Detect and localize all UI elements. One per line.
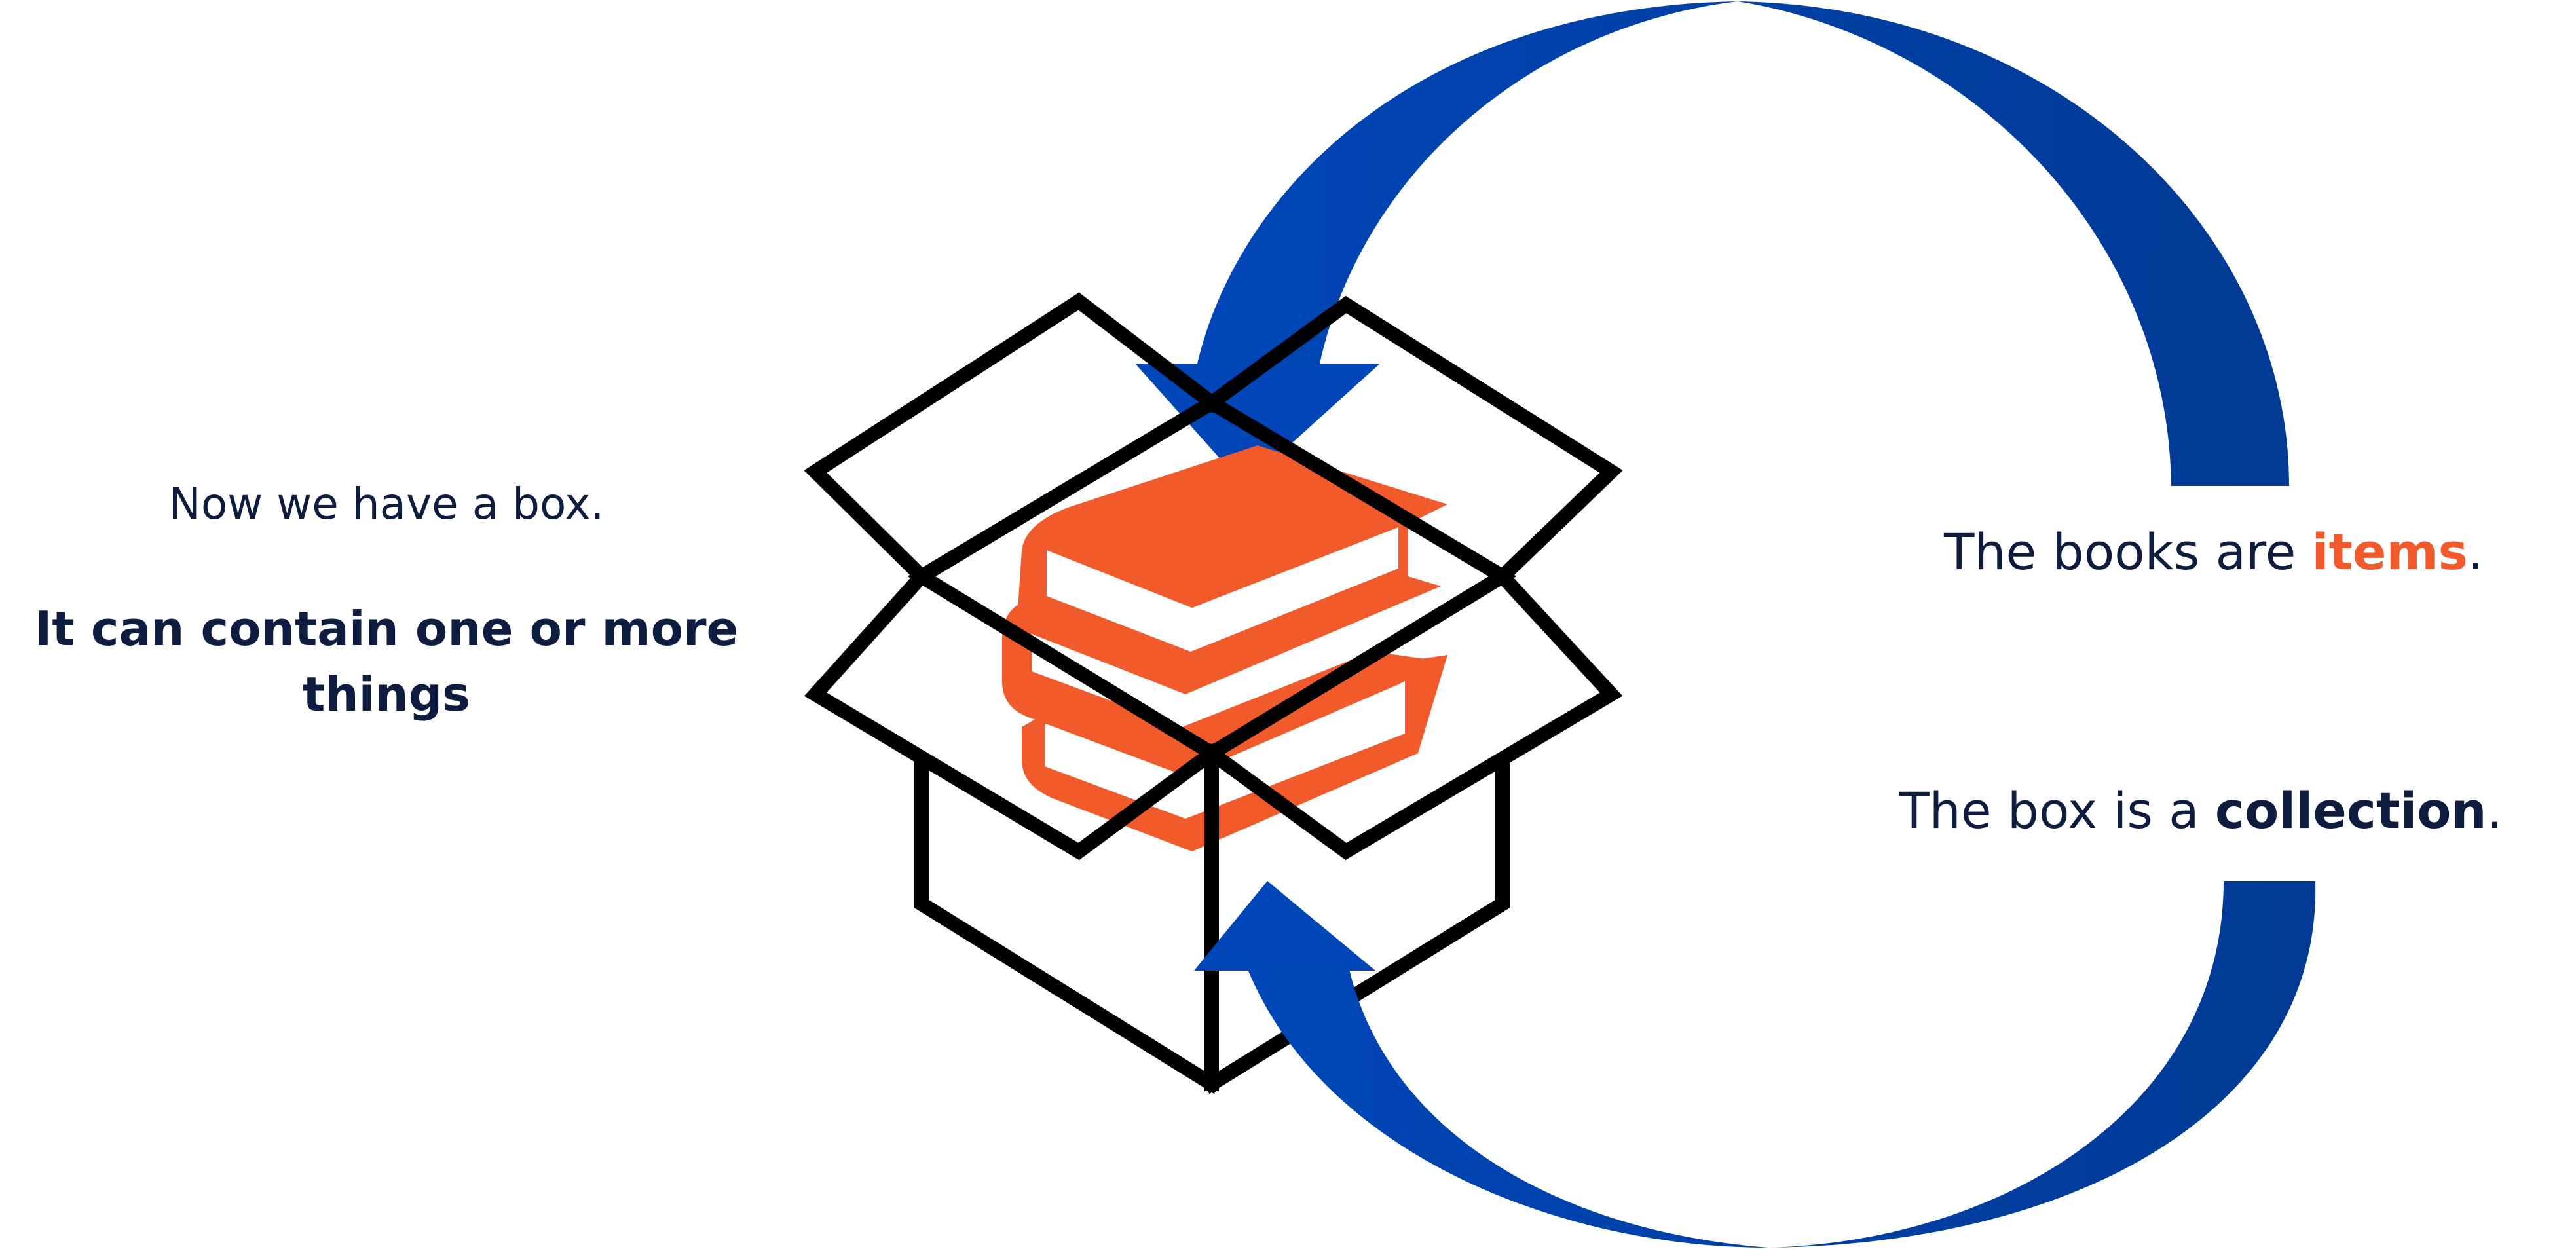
book-bottom-pages xyxy=(1045,681,1405,819)
upper-arrow-shaft xyxy=(1197,1,2289,486)
box-flap-front-right xyxy=(1201,566,1623,861)
collection-highlight: collection xyxy=(2214,781,2487,840)
items-highlight: items xyxy=(2311,523,2468,581)
collection-caption: The box is a collection. xyxy=(1867,779,2535,842)
open-box-icon xyxy=(804,292,1623,1094)
items-caption: The books are items. xyxy=(1906,521,2522,584)
lower-arrow-shaft xyxy=(1248,881,2316,1248)
box-front-left-face xyxy=(914,756,1222,1094)
left-caption-block: Now we have a box. It can contain one or… xyxy=(26,478,747,727)
curved-arrow-down-icon xyxy=(1135,1,2289,486)
box-flap-front-left xyxy=(804,566,1222,861)
book-top-pages xyxy=(1047,527,1398,652)
collection-caption-prefix: The box is a xyxy=(1899,781,2215,840)
items-caption-prefix: The books are xyxy=(1943,523,2312,581)
book-top xyxy=(1018,445,1447,694)
emphasis-caption: It can contain one or more things xyxy=(34,601,739,722)
intro-caption: Now we have a box. xyxy=(168,479,605,529)
box-flap-back-right xyxy=(1201,295,1623,587)
box-flap-back-left xyxy=(804,292,1222,587)
curved-arrow-up-icon xyxy=(1194,881,2316,1248)
lower-arrow-head xyxy=(1194,881,1375,971)
items-caption-suffix: . xyxy=(2467,523,2484,581)
collection-caption-suffix: . xyxy=(2486,781,2503,840)
